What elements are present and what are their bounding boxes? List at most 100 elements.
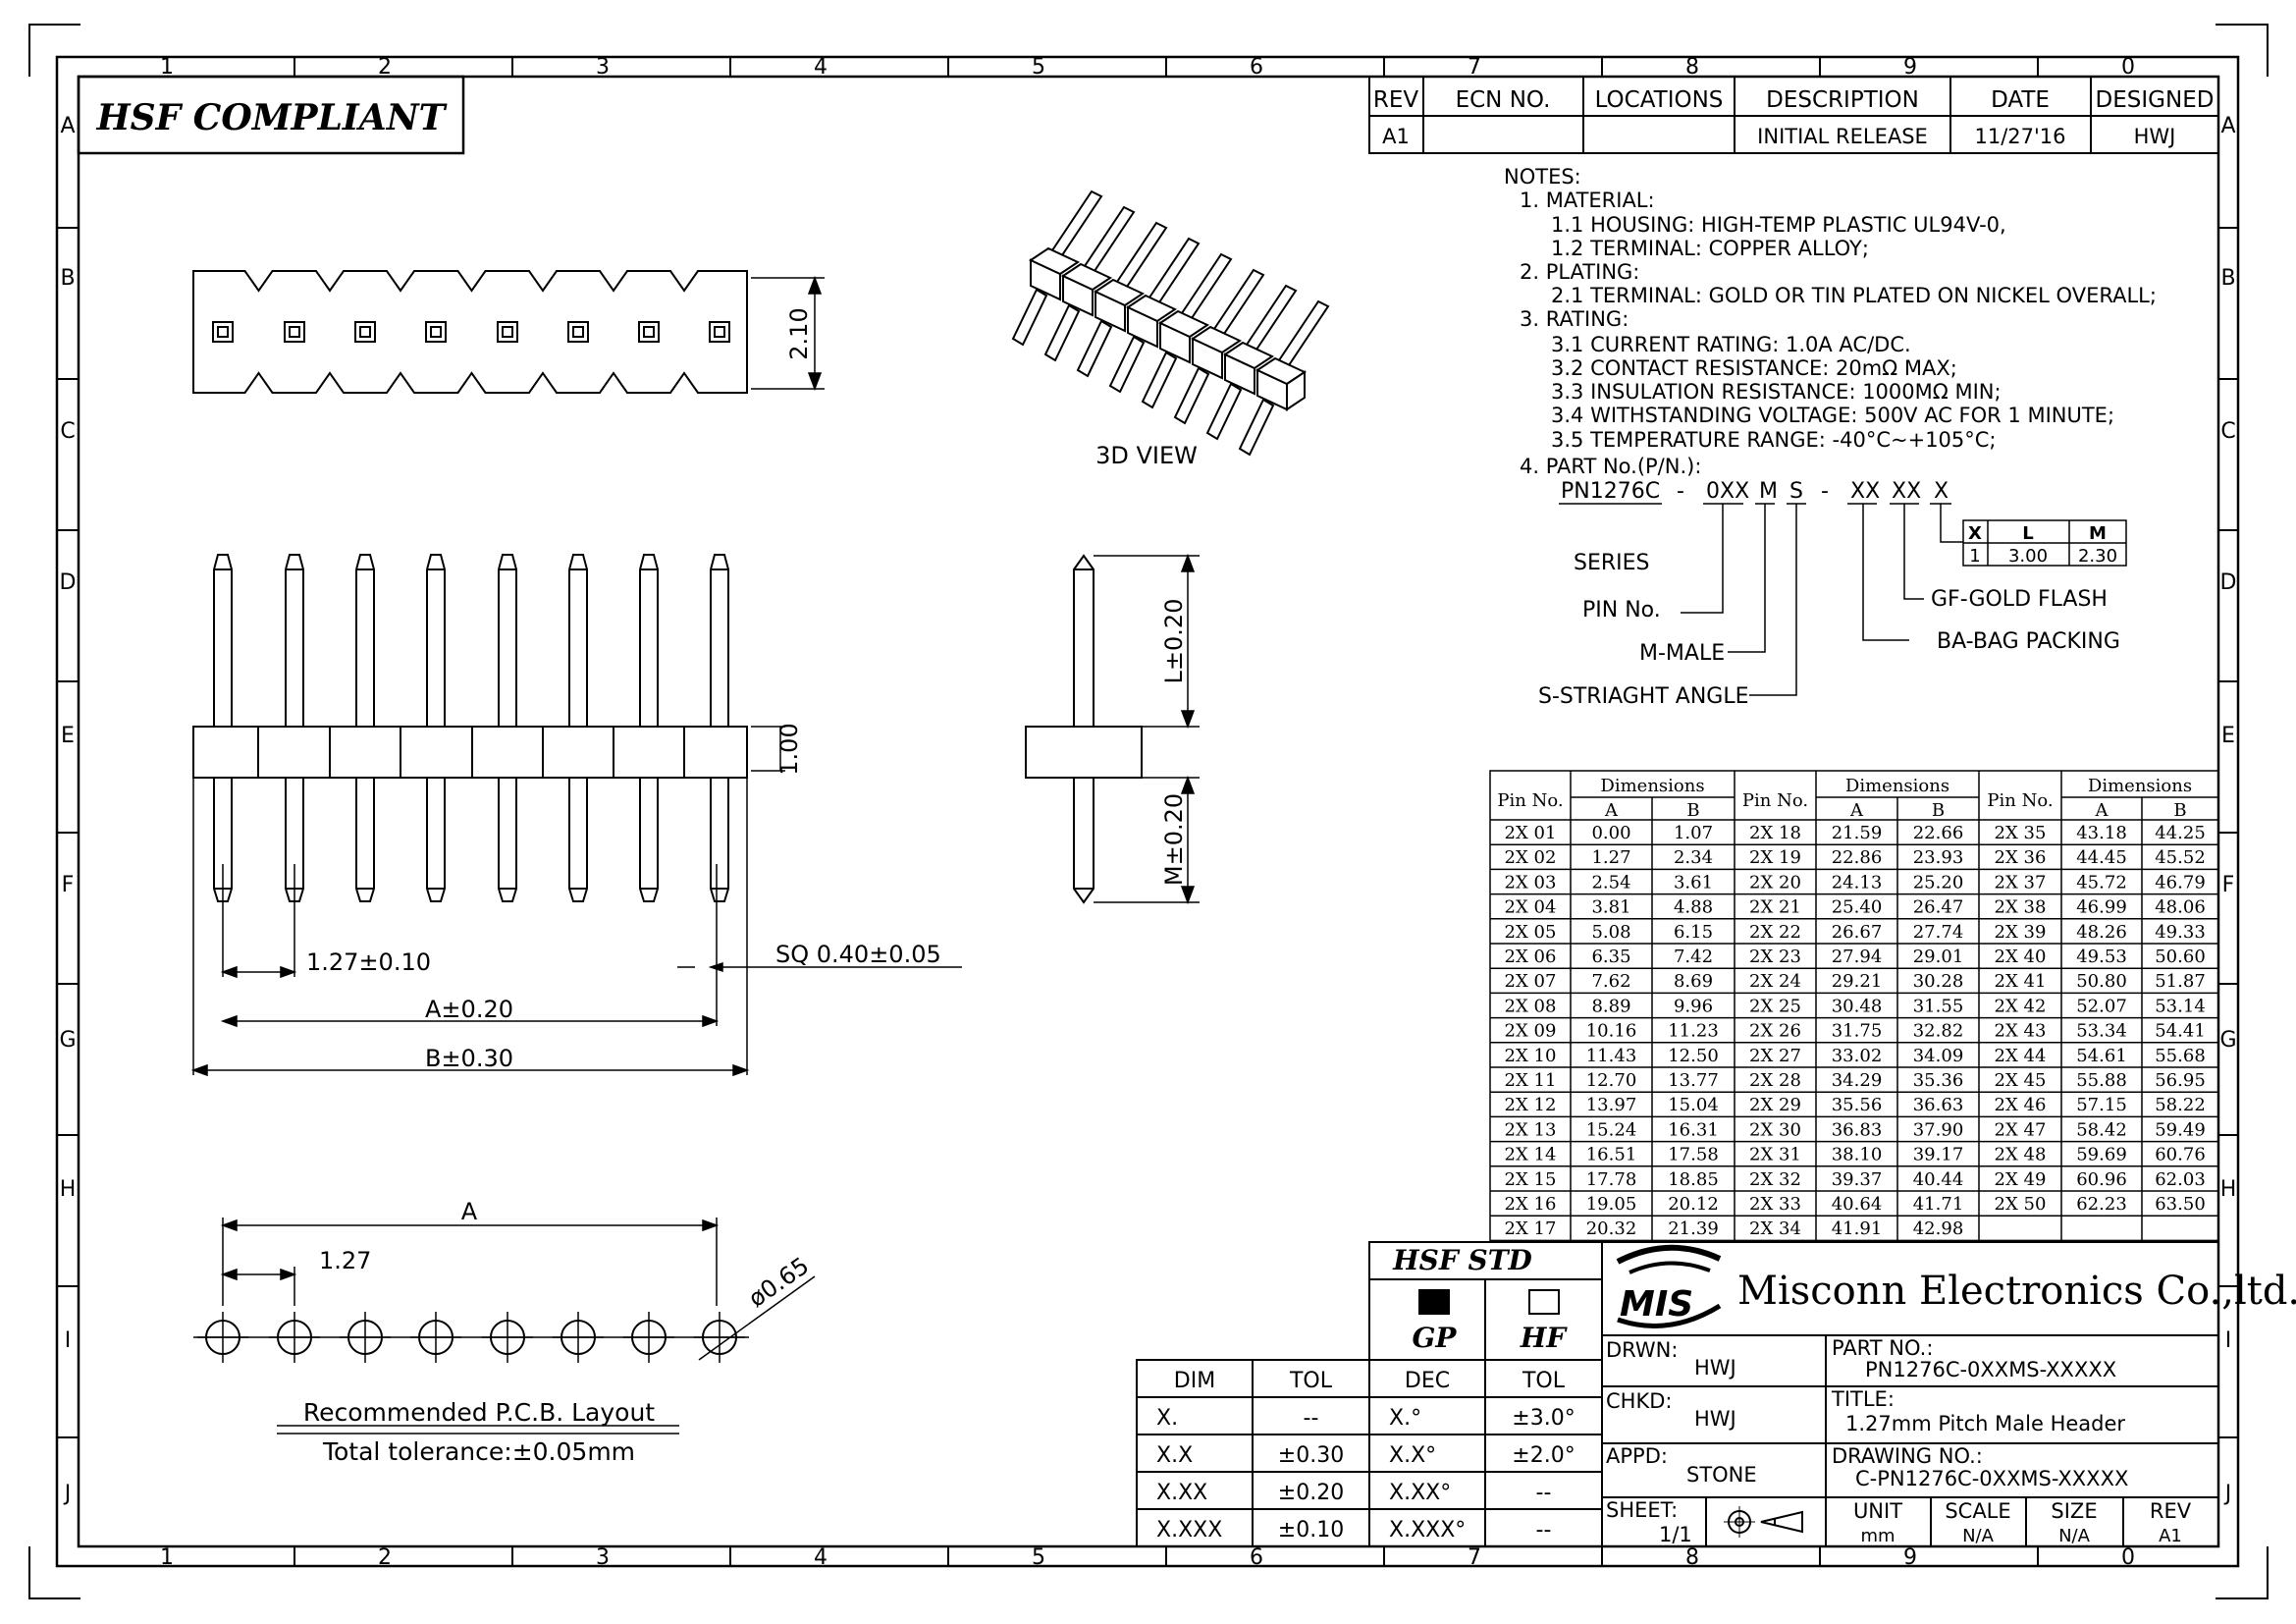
part-label: PART NO.: — [1832, 1336, 1933, 1360]
dim-cell: 2X 09 — [1505, 1021, 1557, 1042]
iso-pin-lower — [1108, 335, 1146, 394]
dim-cell: 59.49 — [2155, 1119, 2206, 1140]
border-row-label: C — [60, 419, 75, 444]
dim-cell: 2X 38 — [1995, 897, 2047, 918]
rev-cell-designed: HWJ — [2134, 125, 2176, 148]
border-row-label: H — [2220, 1177, 2237, 1202]
dim-cell: 17.78 — [1586, 1169, 1637, 1190]
border-col-label: 4 — [814, 55, 828, 80]
dim-cell: 40.44 — [1913, 1169, 1964, 1190]
dim-cell: 59.69 — [2076, 1145, 2127, 1165]
dim-cell: 37.90 — [1913, 1119, 1964, 1140]
dim-cell: 35.56 — [1832, 1095, 1883, 1115]
dim-cell: 8.89 — [1591, 996, 1630, 1016]
hsf-gp-label: GP — [1413, 1322, 1458, 1354]
rev-label: REV — [2150, 1499, 2192, 1523]
pn-male: M — [1759, 479, 1778, 504]
xlm-cell-x: 1 — [1969, 546, 1980, 567]
dim-cell: 2X 15 — [1505, 1169, 1557, 1190]
iso-housing-top — [1125, 294, 1178, 323]
dim-cell: 40.64 — [1832, 1194, 1883, 1215]
dim-cell: 2X 11 — [1505, 1070, 1557, 1091]
revision-table — [1368, 76, 2219, 154]
border-col-label: 8 — [1685, 1545, 1699, 1570]
tol-cell: ±0.10 — [1278, 1518, 1344, 1543]
drwn-label: DRWN: — [1606, 1338, 1678, 1362]
dim-cell: 43.18 — [2076, 823, 2127, 843]
dim-cell: 48.26 — [2076, 922, 2127, 943]
dim-cell: 4.88 — [1674, 897, 1713, 918]
dim-cell: 42.98 — [1913, 1218, 1964, 1239]
chkd-label: CHKD: — [1606, 1389, 1672, 1413]
side-view — [1025, 553, 1200, 905]
drwn-value: HWJ — [1694, 1356, 1736, 1380]
dim-cell: 21.39 — [1668, 1218, 1719, 1239]
scale-label: SCALE — [1945, 1499, 2010, 1523]
border-col-label: 4 — [814, 1545, 828, 1570]
pin-top — [426, 554, 446, 727]
dim-cell: 2X 48 — [1995, 1145, 2047, 1165]
dim-cell: 56.95 — [2155, 1070, 2206, 1091]
dim-cell: 50.60 — [2155, 947, 2206, 967]
part-value: PN1276C-0XXMS-XXXXX — [1865, 1358, 2116, 1381]
iso-housing-top — [1028, 246, 1081, 276]
border-col-label: 6 — [1250, 1545, 1263, 1570]
dim-cell: 2X 36 — [1995, 847, 2047, 868]
note-line: 3.2 CONTACT RESISTANCE: 20mΩ MAX; — [1551, 356, 1957, 380]
dim-cell: 12.70 — [1586, 1070, 1637, 1091]
dim-cell: 17.58 — [1668, 1145, 1719, 1165]
dim-pin-header: Pin No. — [1987, 790, 2053, 811]
iso-pin-upper — [1148, 237, 1201, 304]
pin-square-outer — [497, 321, 518, 343]
border-row-label: F — [2222, 873, 2235, 897]
dim-cell: 2.34 — [1674, 847, 1713, 868]
tol-cell: X.XX — [1156, 1481, 1207, 1505]
dim-cell: 33.02 — [1832, 1046, 1883, 1066]
dim-cell: 57.15 — [2076, 1095, 2127, 1115]
dim-cell: 31.55 — [1913, 996, 1964, 1016]
iso-housing-side — [1286, 370, 1306, 411]
size-label: SIZE — [2051, 1499, 2097, 1523]
iso-pin-upper — [1212, 268, 1265, 336]
pcb-dim-a: A — [461, 1198, 478, 1225]
pn-series: PN1276C — [1561, 479, 1660, 504]
rev-header-locations: LOCATIONS — [1595, 87, 1724, 113]
dim-cell: 22.86 — [1832, 847, 1883, 868]
dim-square: SQ 0.40±0.05 — [775, 941, 941, 968]
dim-cell: 2X 32 — [1749, 1169, 1801, 1190]
pin-square-inner — [359, 326, 371, 338]
border-col-label: 9 — [1903, 1545, 1917, 1570]
tol-table-grid — [1136, 1359, 1603, 1547]
dim-cell: 2X 13 — [1505, 1119, 1557, 1140]
dim-cell: 2X 39 — [1995, 922, 2047, 943]
xlm-header-x: X — [1968, 523, 1982, 544]
dim-table-border — [1489, 770, 2219, 1242]
dim-cell: 53.14 — [2155, 996, 2206, 1016]
pin-bottom — [355, 778, 375, 902]
dim-cell: 2X 10 — [1505, 1046, 1557, 1066]
dim-pitch: 1.27±0.10 — [306, 948, 431, 976]
border-col-label: 9 — [1903, 55, 1917, 80]
pin-bottom — [639, 778, 659, 902]
outer-frame — [55, 55, 2240, 1568]
dim-cell: 2X 19 — [1749, 847, 1801, 868]
front-dimensions — [190, 726, 962, 1077]
dim-cell: 2X 22 — [1749, 922, 1801, 943]
pcb-layout — [193, 1312, 749, 1363]
dim-cell: 12.50 — [1668, 1046, 1719, 1066]
pin-square-outer — [567, 321, 589, 343]
unit-label: UNIT — [1853, 1499, 1902, 1523]
dim-cell: 36.63 — [1913, 1095, 1964, 1115]
tol-cell: X.° — [1389, 1406, 1421, 1431]
dim-cell: 34.29 — [1832, 1070, 1883, 1091]
dim-cell: 38.10 — [1832, 1145, 1883, 1165]
pn-label-male: M-MALE — [1639, 641, 1725, 666]
notes-heading: NOTES: — [1504, 165, 1581, 189]
pin-top — [710, 554, 729, 727]
dim-cell: 2X 24 — [1749, 971, 1801, 992]
pcb-tolerance: Total tolerance:±0.05mm — [322, 1437, 635, 1466]
pcb-dimensions — [220, 1218, 816, 1435]
dim-cell: 2X 27 — [1749, 1046, 1801, 1066]
unit-value: mm — [1860, 1526, 1895, 1546]
